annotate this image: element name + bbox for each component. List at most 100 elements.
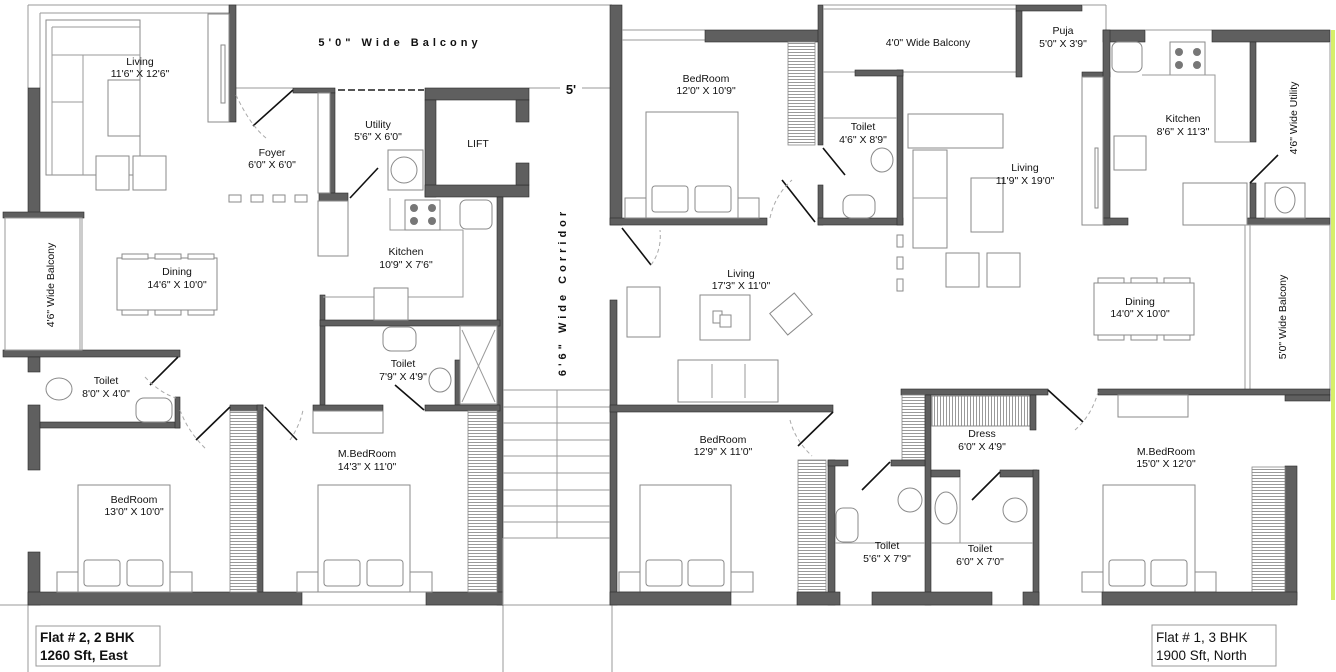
- flat-1-info: Flat # 1, 3 BHK 1900 Sft, North: [1151, 624, 1277, 667]
- wash-basin: [842, 194, 876, 219]
- wash-basin: [835, 507, 859, 543]
- kitchen-sink: [459, 199, 493, 230]
- armchair: [986, 252, 1021, 288]
- room-labels: Living 11'6" X 12'6" Foyer 6'0" X 6'0" U…: [45, 25, 1300, 568]
- bed: [56, 484, 193, 593]
- sofa: [677, 359, 779, 403]
- armchair: [132, 155, 167, 191]
- room-bedroom-size: 12'9" X 11'0": [694, 446, 753, 458]
- flat-1-plan: [609, 4, 1335, 606]
- wardrobe: [229, 410, 258, 593]
- room-dining-name: Dining: [1125, 296, 1155, 308]
- room-dress-size: 6'0" X 4'9": [958, 441, 1006, 453]
- wash-basin: [934, 491, 958, 525]
- room-bedroom-size: 12'0" X 10'9": [676, 85, 736, 97]
- bed: [618, 484, 754, 593]
- balcony-label: 5'0" Wide Balcony: [318, 37, 481, 49]
- room-kitchen-name: Kitchen: [388, 246, 423, 258]
- stove: [1169, 41, 1206, 76]
- room-kitchen-size: 10'9" X 7'6": [379, 259, 433, 271]
- flat-2-title: Flat # 2, 2 BHK: [40, 630, 135, 645]
- divider-blocks: [896, 234, 904, 292]
- armchair: [945, 252, 980, 288]
- room-utility-name: Utility: [365, 119, 391, 131]
- room-foyer-size: 6'0" X 6'0": [248, 159, 296, 171]
- dress-wardrobe: [931, 395, 1031, 427]
- armchair: [95, 155, 130, 191]
- flat-1-title: Flat # 1, 3 BHK: [1156, 630, 1248, 645]
- room-toilet-size: 8'0" X 4'0": [82, 388, 130, 400]
- room-living-size: 11'6" X 12'6": [111, 68, 170, 80]
- corridor-label: 6'6" Wide Corridor: [557, 208, 569, 376]
- wardrobe: [787, 41, 816, 146]
- room-living-name: Living: [126, 56, 154, 68]
- toilet-fixture: [1002, 497, 1028, 523]
- room-toilet-size: 5'6" X 7'9": [863, 553, 911, 565]
- flat-1-subtitle: 1900 Sft, North: [1156, 648, 1247, 663]
- coffee-table: [970, 177, 1004, 233]
- stove: [404, 199, 441, 231]
- wash-basin: [135, 397, 173, 423]
- room-lift-name: LIFT: [467, 138, 489, 150]
- room-dining-name: Dining: [162, 266, 192, 278]
- dresser: [1117, 394, 1189, 418]
- room-living-name: Living: [727, 268, 755, 280]
- wardrobe: [467, 410, 498, 593]
- room-toilet-size: 4'6" X 8'9": [839, 134, 887, 146]
- balcony-side-label: 4'6" Wide Balcony: [45, 242, 57, 327]
- coffee-table: [107, 79, 141, 137]
- corridor: [502, 4, 623, 672]
- room-toilet-name: Toilet: [391, 358, 416, 370]
- room-mbedroom-name: M.BedRoom: [1137, 446, 1196, 458]
- room-mbedroom-name: M.BedRoom: [338, 448, 397, 460]
- utility-label: 4'6" Wide Utility: [1288, 81, 1300, 155]
- tv-unit: [207, 13, 230, 123]
- bed: [296, 484, 433, 593]
- room-bedroom-size: 13'0" X 10'0": [104, 506, 164, 518]
- dresser: [312, 410, 384, 434]
- toilet-fixture: [897, 487, 923, 513]
- toilet-fixture: [45, 377, 73, 401]
- flat-2-plan: [0, 4, 1290, 672]
- divider-blocks: [228, 194, 308, 203]
- room-toilet-name: Toilet: [968, 543, 993, 555]
- bed: [1081, 484, 1217, 593]
- room-toilet-name: Toilet: [94, 375, 119, 387]
- fridge: [1113, 135, 1147, 171]
- toilet-fixture: [428, 367, 452, 393]
- toilet-fixture: [870, 147, 894, 173]
- wardrobe: [901, 394, 926, 461]
- room-bedroom-name: BedRoom: [683, 73, 730, 85]
- room-bedroom-name: BedRoom: [700, 434, 747, 446]
- room-living-name: Living: [1011, 162, 1039, 174]
- room-kitchen-size: 8'6" X 11'3": [1157, 126, 1210, 138]
- fridge: [373, 287, 409, 321]
- room-foyer-name: Foyer: [259, 147, 286, 159]
- room-living-size: 11'9" X 19'0": [996, 175, 1055, 187]
- sofa: [626, 286, 661, 338]
- bed: [624, 111, 760, 219]
- room-bedroom-name: BedRoom: [111, 494, 158, 506]
- wardrobe: [1251, 466, 1286, 593]
- room-dress-name: Dress: [968, 428, 995, 440]
- room-puja-size: 5'0" X 3'9": [1039, 38, 1087, 50]
- staircase: [502, 389, 610, 605]
- room-toilet-name: Toilet: [851, 121, 876, 133]
- room-mbedroom-size: 14'3" X 11'0": [338, 461, 397, 473]
- room-living-size: 17'3" X 11'0": [712, 280, 771, 292]
- room-kitchen-name: Kitchen: [1165, 113, 1200, 125]
- balcony-label: 4'0" Wide Balcony: [886, 37, 971, 49]
- room-puja-name: Puja: [1052, 25, 1073, 37]
- wash-basin: [382, 326, 417, 352]
- room-dining-size: 14'6" X 10'0": [147, 279, 207, 291]
- room-toilet-name: Toilet: [875, 540, 900, 552]
- flat-2-info: Flat # 2, 2 BHK 1260 Sft, East: [35, 625, 161, 667]
- wardrobe: [797, 459, 827, 593]
- armchair: [769, 292, 813, 336]
- room-mbedroom-size: 15'0" X 12'0": [1136, 458, 1196, 470]
- flat-2-subtitle: 1260 Sft, East: [40, 648, 128, 663]
- sofa-l-shape: [907, 113, 1004, 149]
- kitchen-sink: [1111, 41, 1143, 73]
- room-toilet-size: 6'0" X 7'0": [956, 556, 1004, 568]
